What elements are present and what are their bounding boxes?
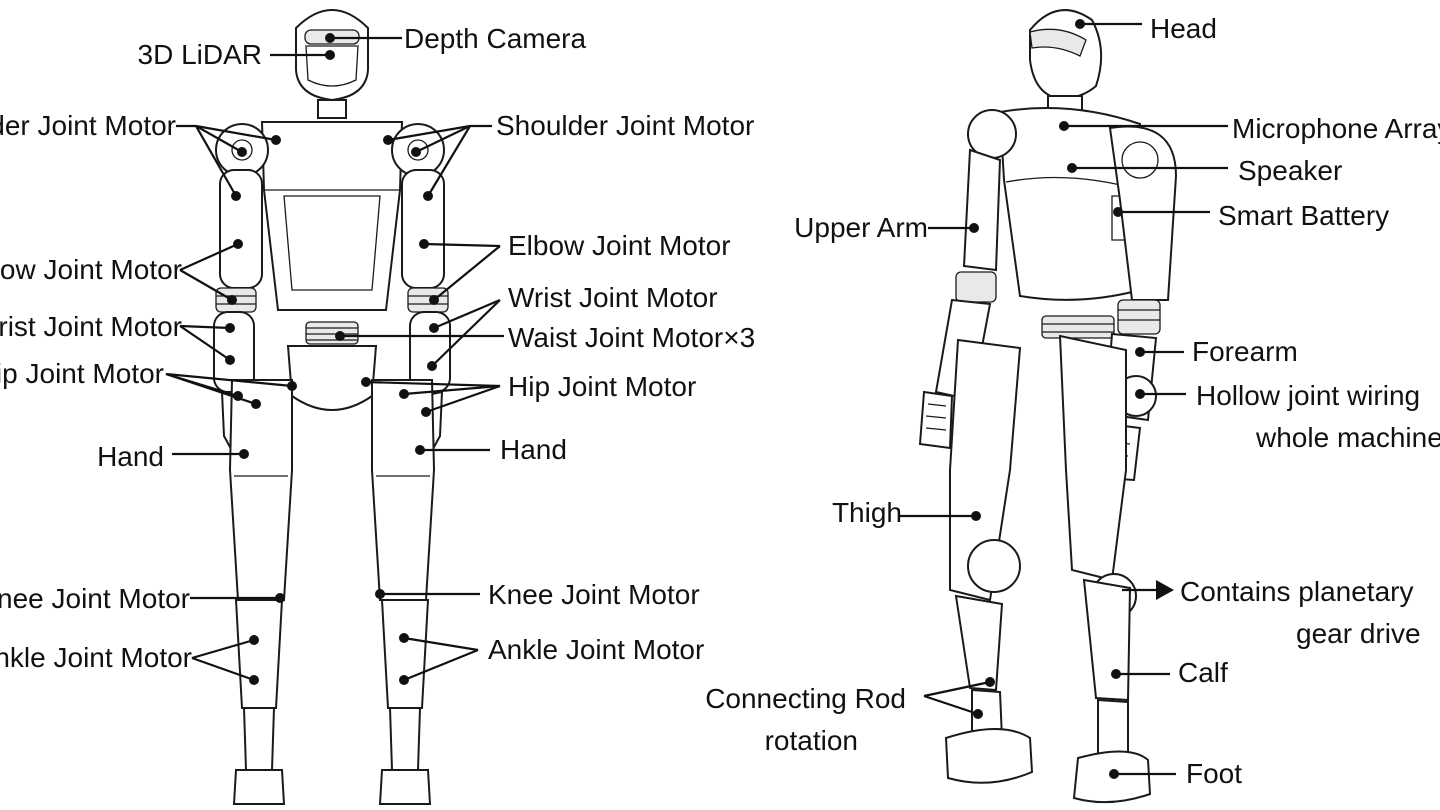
- label-hip-joint-motor-left: Hip Joint Motor: [0, 358, 164, 389]
- label-whole-machine: whole machine: [1255, 422, 1440, 453]
- label-wrist-joint-motor-left: Wrist Joint Motor: [0, 311, 182, 342]
- label-foot: Foot: [1186, 758, 1242, 789]
- label-elbow-joint-motor-right: Elbow Joint Motor: [508, 230, 731, 261]
- label-shoulder-joint-motor-left: Shoulder Joint Motor: [0, 110, 176, 141]
- label-knee-joint-motor-right: Knee Joint Motor: [488, 579, 700, 610]
- label-shoulder-joint-motor-right: Shoulder Joint Motor: [496, 110, 754, 141]
- side-leader-lines: [900, 19, 1228, 779]
- side-robot-illustration: [918, 9, 1178, 804]
- label-waist-joint-motor: Waist Joint Motor×3: [508, 322, 755, 353]
- label-connecting-rod: Connecting Rod: [705, 683, 906, 714]
- label-forearm: Forearm: [1192, 336, 1298, 367]
- label-depth-camera: Depth Camera: [404, 23, 587, 54]
- label-hip-joint-motor-right: Hip Joint Motor: [508, 371, 696, 402]
- label-wrist-joint-motor-right: Wrist Joint Motor: [508, 282, 718, 313]
- label-rotation: rotation: [765, 725, 858, 756]
- label-head: Head: [1150, 13, 1217, 44]
- label-gear-drive: gear drive: [1296, 618, 1421, 649]
- label-thigh: Thigh: [832, 497, 902, 528]
- label-speaker: Speaker: [1238, 155, 1342, 186]
- front-labels: Depth Camera 3D LiDAR Shoulder Joint Mot…: [0, 23, 755, 673]
- label-ankle-joint-motor-left: Ankle Joint Motor: [0, 642, 192, 673]
- label-upper-arm: Upper Arm: [794, 212, 928, 243]
- front-leader-lines: [165, 33, 504, 685]
- label-contains-planetary: Contains planetary: [1180, 576, 1413, 607]
- label-ankle-joint-motor-right: Ankle Joint Motor: [488, 634, 704, 665]
- label-hand-right: Hand: [500, 434, 567, 465]
- label-calf: Calf: [1178, 657, 1228, 688]
- label-hollow-joint-wiring: Hollow joint wiring: [1196, 380, 1420, 411]
- label-smart-battery: Smart Battery: [1218, 200, 1389, 231]
- label-3d-lidar: 3D LiDAR: [138, 39, 262, 70]
- label-microphone-array: Microphone Array: [1232, 113, 1440, 144]
- label-hand-left: Hand: [97, 441, 164, 472]
- label-knee-joint-motor-left: Knee Joint Motor: [0, 583, 190, 614]
- label-elbow-joint-motor-left: Elbow Joint Motor: [0, 254, 182, 285]
- side-labels: Head Microphone Array Speaker Smart Batt…: [705, 13, 1440, 789]
- front-robot-illustration: [213, 9, 451, 805]
